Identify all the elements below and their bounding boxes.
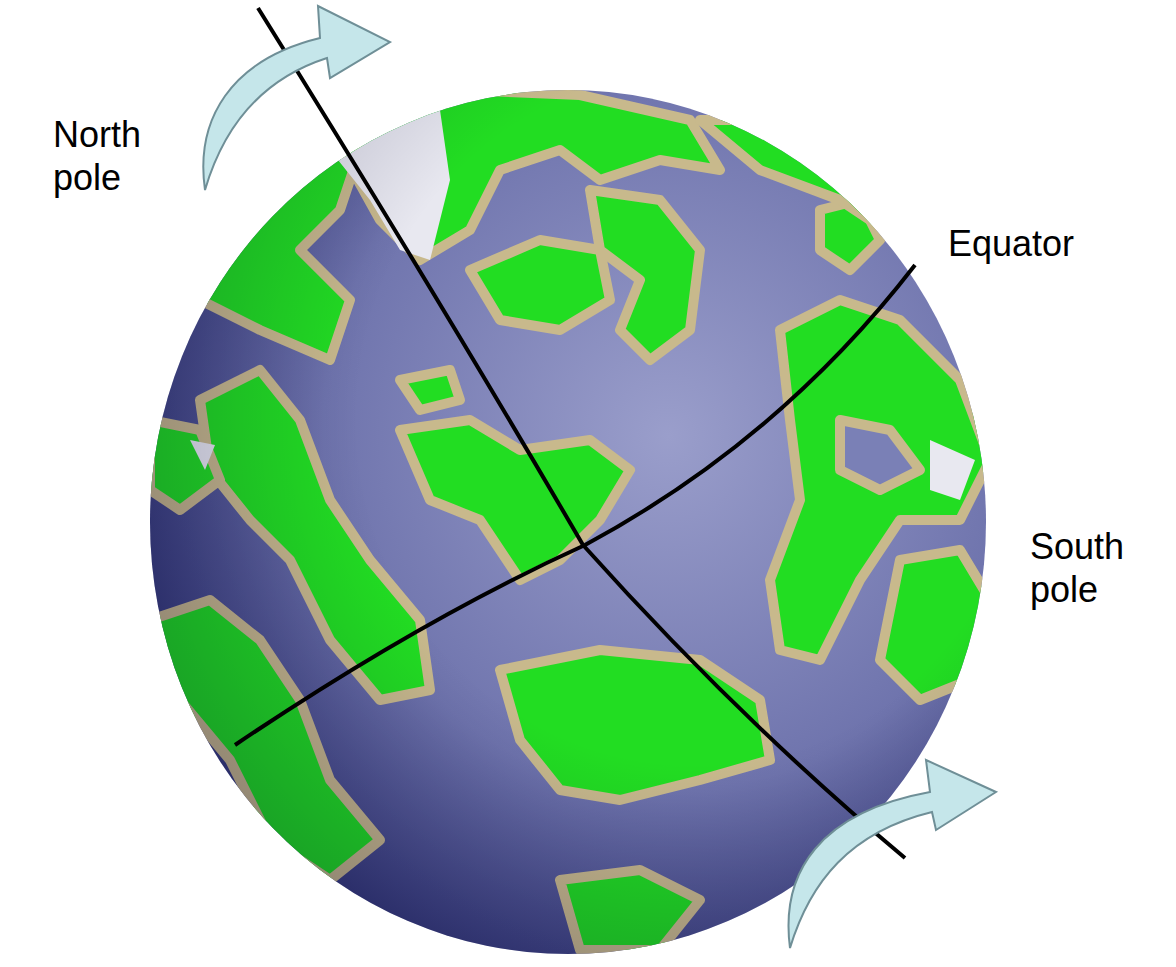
rotation-axis bbox=[258, 8, 905, 858]
pole-label: North pole bbox=[53, 113, 163, 199]
rotation-arrow bbox=[789, 760, 996, 948]
equator-line bbox=[235, 265, 915, 745]
pole-label: South pole bbox=[1030, 525, 1155, 611]
equator-label: Equator bbox=[948, 222, 1074, 265]
rotation-arrow bbox=[203, 6, 390, 190]
